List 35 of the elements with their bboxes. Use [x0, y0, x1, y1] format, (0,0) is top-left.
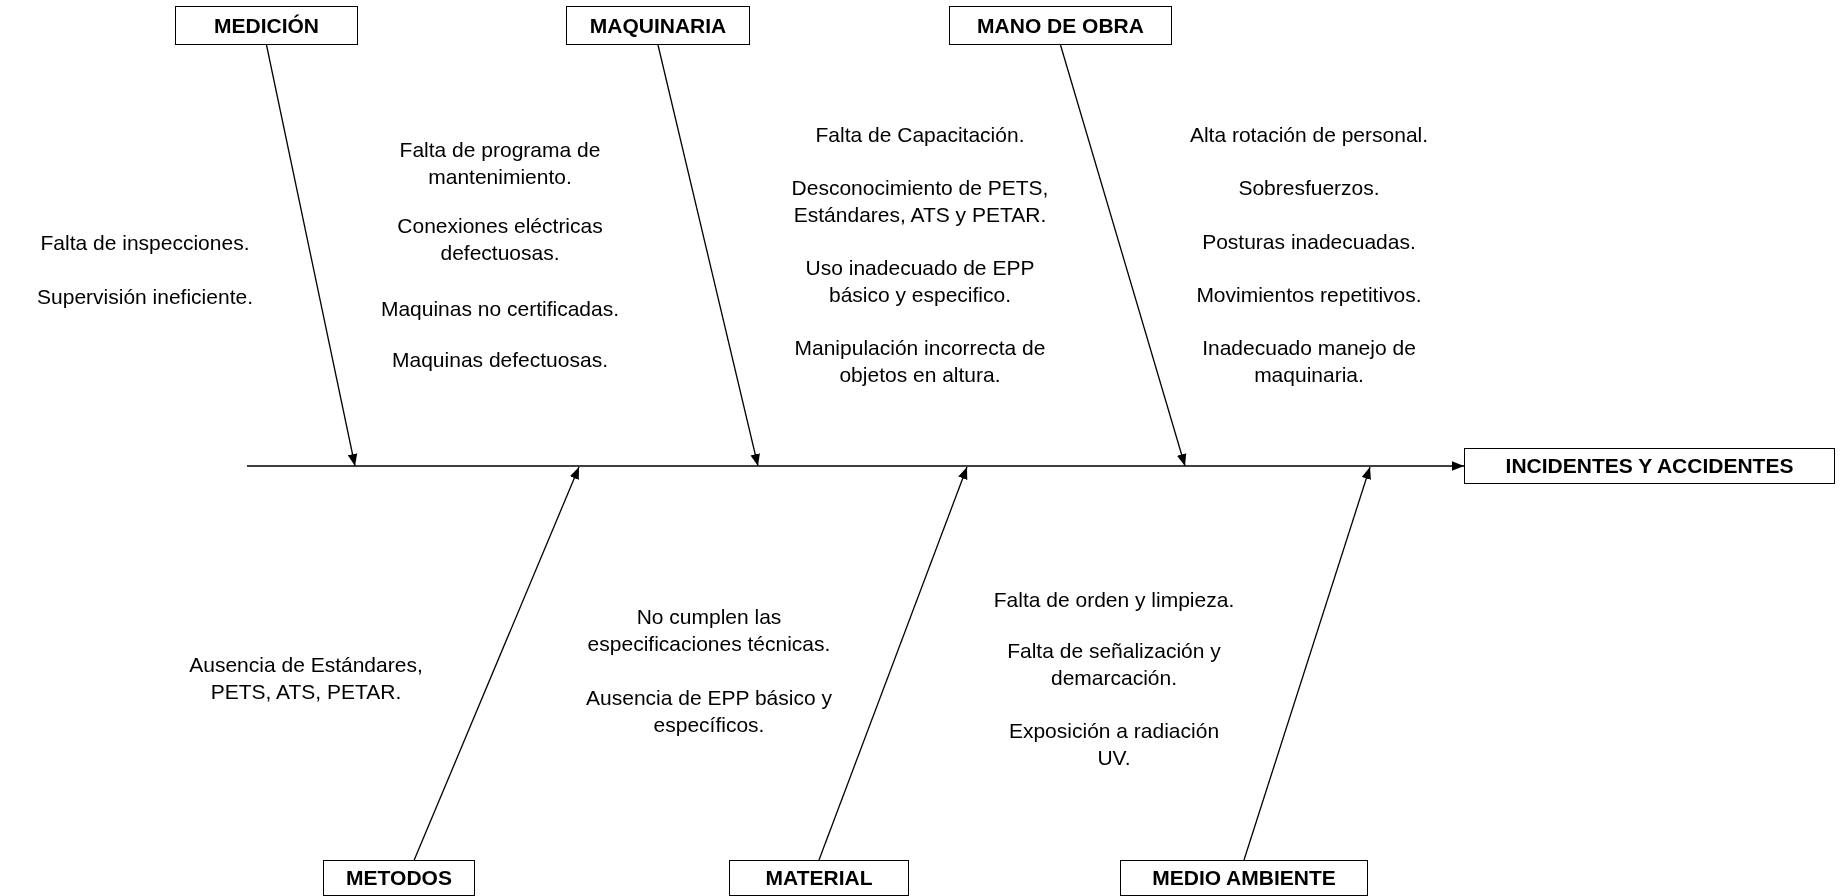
- cause-text: Maquinas no certificadas.: [379, 296, 621, 322]
- cause-text: Maquinas defectuosas.: [391, 347, 609, 373]
- effect-box: INCIDENTES Y ACCIDENTES: [1464, 448, 1835, 484]
- cause-text: Desconocimiento de PETS, Estándares, ATS y PETAR.: [790, 175, 1050, 228]
- cause-text: Ausencia de EPP básico y específicos.: [585, 685, 833, 738]
- arrow: [657, 44, 760, 467]
- arrow: [265, 44, 358, 467]
- cause-text: Exposición a radiación UV.: [1007, 718, 1221, 771]
- cause-text: Conexiones eléctricas defectuosas.: [396, 213, 604, 266]
- category-box: METODOS: [323, 860, 475, 896]
- arrow: [246, 461, 1465, 471]
- arrow: [1243, 466, 1371, 861]
- arrow: [818, 466, 968, 861]
- cause-text: Falta de orden y limpieza.: [992, 587, 1236, 613]
- cause-text: Ausencia de Estándares, PETS, ATS, PETAR.: [188, 652, 424, 705]
- cause-text: Movimientos repetitivos.: [1195, 282, 1423, 308]
- category-box: MEDICIÓN: [175, 6, 358, 45]
- cause-text: Falta de Capacitación.: [814, 122, 1026, 148]
- category-box: MEDIO AMBIENTE: [1120, 860, 1368, 896]
- cause-text: Falta de inspecciones.: [39, 230, 251, 256]
- cause-text: Posturas inadecuadas.: [1201, 229, 1417, 255]
- arrow: [413, 466, 580, 861]
- cause-text: Manipulación incorrecta de objetos en altura.: [793, 335, 1047, 388]
- cause-text: Sobresfuerzos.: [1237, 175, 1381, 201]
- cause-text: No cumplen las especificaciones técnicas.: [586, 604, 832, 657]
- category-box: MATERIAL: [729, 860, 909, 896]
- cause-text: Supervisión ineficiente.: [36, 284, 254, 310]
- cause-text: Uso inadecuado de EPP básico y especifico.: [804, 255, 1036, 308]
- cause-text: Falta de señalización y demarcación.: [1006, 638, 1222, 691]
- category-box: MAQUINARIA: [566, 6, 750, 45]
- cause-text: Alta rotación de personal.: [1188, 122, 1430, 148]
- cause-text: Falta de programa de mantenimiento.: [398, 137, 602, 190]
- category-box: MANO DE OBRA: [949, 6, 1172, 45]
- arrow: [1059, 44, 1187, 467]
- cause-text: Inadecuado manejo de maquinaria.: [1201, 335, 1417, 388]
